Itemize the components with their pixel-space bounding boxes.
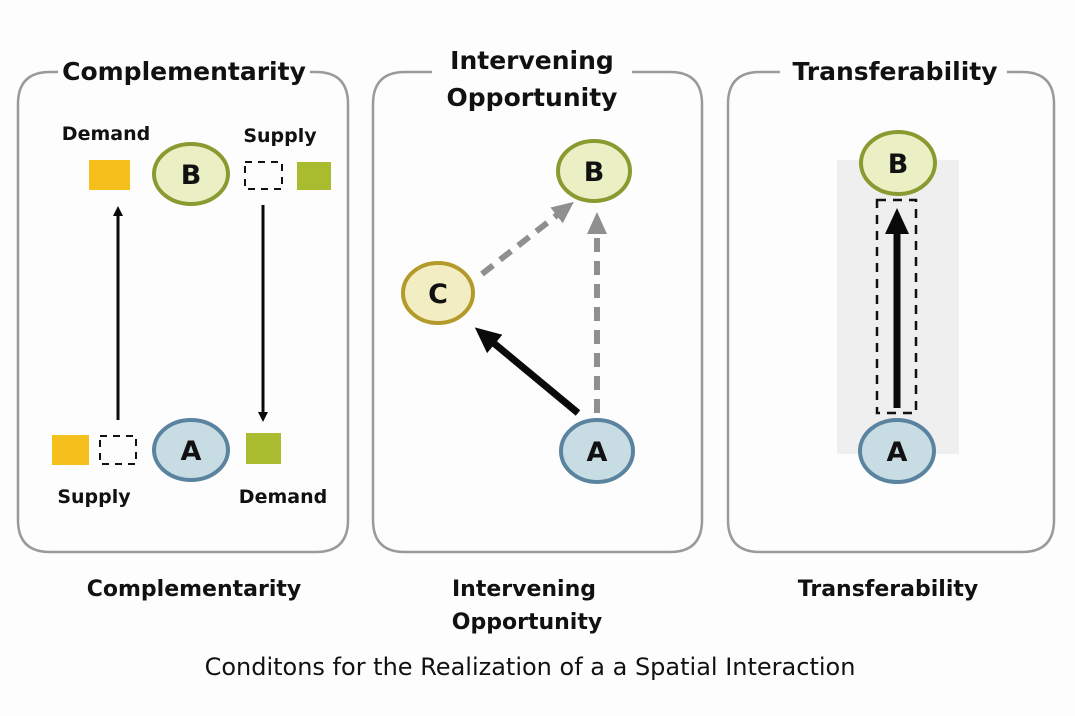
panel-title-line2: Opportunity xyxy=(447,83,618,112)
node-b xyxy=(859,130,937,196)
panel-border xyxy=(726,70,1056,554)
node-a xyxy=(152,418,230,482)
label-demand-top: Demand xyxy=(62,123,150,145)
demand-square-icon xyxy=(246,433,281,464)
node-b xyxy=(556,139,632,203)
panel-title-line1: Intervening xyxy=(450,46,614,75)
node-b-label: B xyxy=(584,157,605,188)
supply-square-icon xyxy=(52,435,89,465)
panel-intervening-opportunity: Intervening Opportunity B C A Intervenin… xyxy=(371,46,704,635)
empty-supply-square-icon xyxy=(244,161,283,190)
node-c xyxy=(401,261,475,325)
solid-arrow-a-to-c xyxy=(474,327,581,416)
label-demand-bottom: Demand xyxy=(239,486,327,508)
panel-border xyxy=(16,70,350,554)
panel-title: Complementarity xyxy=(62,57,306,86)
dashed-arrow-c-to-b xyxy=(480,201,574,277)
node-a xyxy=(559,418,635,484)
node-b-label: B xyxy=(888,149,909,180)
supply-square-icon xyxy=(297,162,331,190)
node-b-label: B xyxy=(181,160,202,191)
caption-intervening-line1: Intervening xyxy=(452,577,596,602)
caption-complementarity: Complementarity xyxy=(87,577,302,602)
demand-square-icon xyxy=(89,160,130,190)
node-a-label: A xyxy=(181,436,202,467)
empty-demand-square-icon xyxy=(99,435,137,465)
panel-complementarity: Complementarity Demand Supply B A Supply… xyxy=(16,57,350,602)
label-supply-top: Supply xyxy=(243,125,317,147)
node-a-label: A xyxy=(887,437,908,468)
label-supply-bottom: Supply xyxy=(57,486,131,508)
route-dashed-box xyxy=(875,198,918,415)
figure-title: Conditons for the Realization of a a Spa… xyxy=(205,653,856,681)
panel-border xyxy=(371,70,704,554)
node-a xyxy=(858,418,936,484)
caption-transferability: Transferability xyxy=(798,577,978,602)
panel-transferability: Transferability B A Transferability xyxy=(726,57,1056,602)
node-c-label: C xyxy=(428,279,448,310)
node-a-label: A xyxy=(587,437,608,468)
caption-intervening-line2: Opportunity xyxy=(452,610,602,635)
node-b xyxy=(152,142,230,206)
panel-title: Transferability xyxy=(792,57,997,86)
